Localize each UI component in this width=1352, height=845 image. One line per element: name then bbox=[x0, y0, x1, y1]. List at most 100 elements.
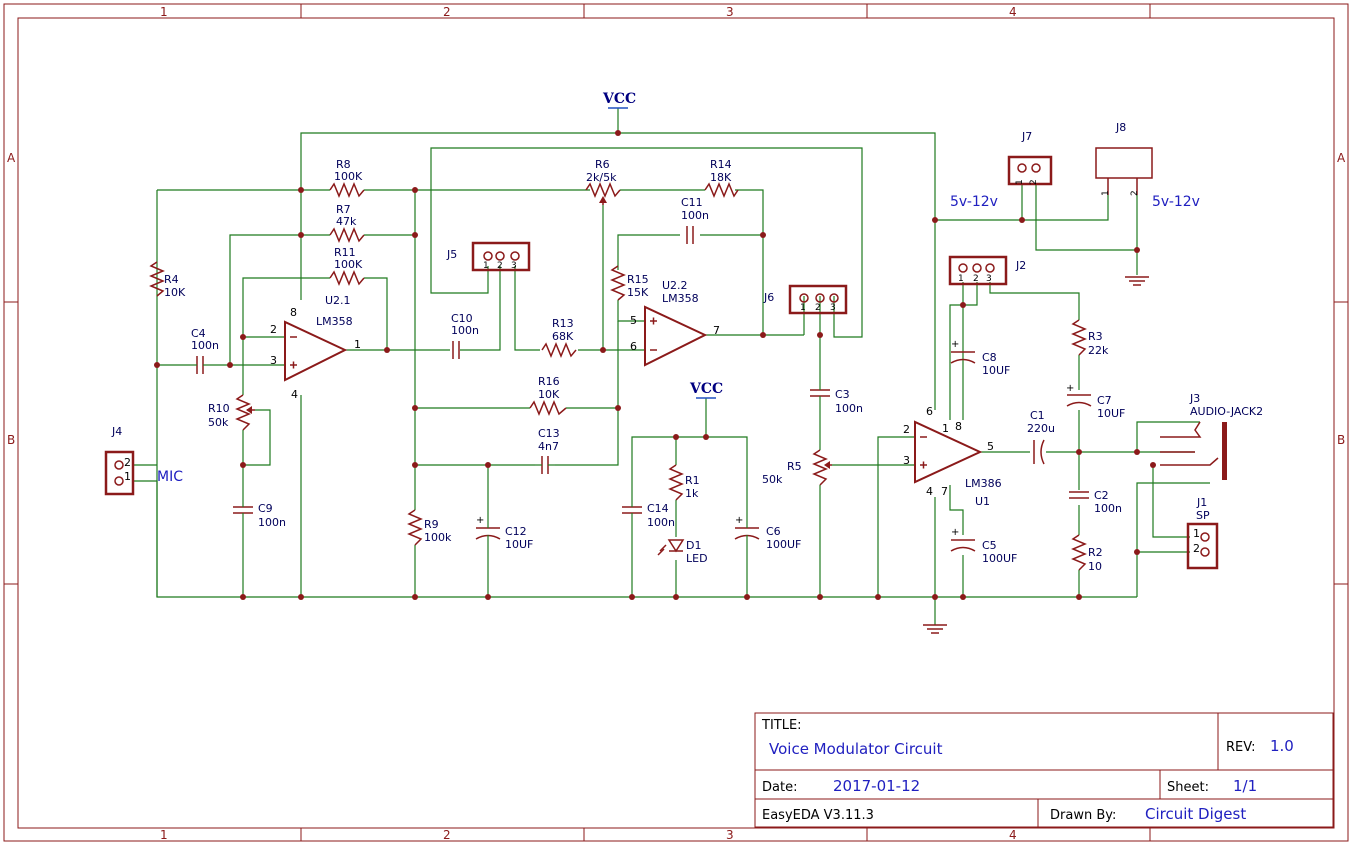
drawn-by-value: Circuit Digest bbox=[1145, 805, 1246, 823]
capacitor-c2: C2 100n bbox=[1069, 489, 1122, 515]
svg-text:+: + bbox=[951, 339, 959, 350]
svg-text:100n: 100n bbox=[835, 402, 863, 415]
svg-text:2: 2 bbox=[903, 423, 910, 436]
svg-text:3: 3 bbox=[830, 303, 836, 313]
svg-text:4n7: 4n7 bbox=[538, 440, 559, 453]
svg-text:1: 1 bbox=[1101, 190, 1111, 196]
led-d1: D1 LED bbox=[657, 539, 708, 565]
svg-text:7: 7 bbox=[941, 485, 948, 498]
svg-text:4: 4 bbox=[291, 388, 298, 401]
svg-text:+: + bbox=[1066, 383, 1074, 394]
svg-text:R3: R3 bbox=[1088, 330, 1103, 343]
row-label-a-left: A bbox=[7, 151, 16, 165]
svg-text:C14: C14 bbox=[647, 502, 669, 515]
drawn-by-label: Drawn By: bbox=[1050, 808, 1116, 823]
resistor-r7: R7 47k bbox=[329, 203, 365, 243]
svg-text:MIC: MIC bbox=[157, 469, 183, 485]
svg-text:15K: 15K bbox=[627, 286, 649, 299]
wires bbox=[133, 108, 1210, 625]
svg-text:+: + bbox=[951, 527, 959, 538]
svg-text:C1: C1 bbox=[1030, 409, 1045, 422]
svg-text:SP: SP bbox=[1196, 509, 1210, 522]
row-label-b-right: B bbox=[1337, 433, 1345, 447]
svg-text:6: 6 bbox=[926, 405, 933, 418]
svg-text:10UF: 10UF bbox=[1097, 407, 1125, 420]
svg-text:2: 2 bbox=[815, 303, 821, 313]
svg-text:U2.1: U2.1 bbox=[325, 294, 351, 307]
svg-text:LM358: LM358 bbox=[316, 315, 353, 328]
speaker-connector-j1: 1 2 J1 SP bbox=[1186, 496, 1219, 570]
svg-text:+: + bbox=[476, 515, 484, 526]
svg-text:R11: R11 bbox=[334, 246, 356, 259]
svg-text:7: 7 bbox=[713, 324, 720, 337]
svg-text:LED: LED bbox=[686, 552, 708, 565]
resistor-r9: R9 100k bbox=[407, 509, 452, 546]
svg-text:47k: 47k bbox=[336, 215, 357, 228]
capacitor-c1: C1 220u bbox=[1027, 409, 1055, 465]
svg-text:100UF: 100UF bbox=[766, 538, 801, 551]
svg-text:3: 3 bbox=[903, 454, 910, 467]
svg-text:VCC: VCC bbox=[602, 91, 636, 107]
svg-text:6: 6 bbox=[630, 340, 637, 353]
svg-text:1: 1 bbox=[942, 422, 949, 435]
drawing-frame: 1 2 3 4 1 2 3 4 A B A B bbox=[3, 3, 1349, 842]
row-label-a-right: A bbox=[1337, 151, 1346, 165]
svg-text:1: 1 bbox=[354, 338, 361, 351]
supply-label-left: 5v-12v bbox=[950, 194, 998, 210]
svg-text:3: 3 bbox=[986, 274, 992, 284]
capacitor-c6: + C6 100UF bbox=[734, 515, 801, 551]
svg-text:2: 2 bbox=[497, 261, 503, 271]
svg-text:C6: C6 bbox=[766, 525, 781, 538]
amplifier-u1: 6 1 8 2 3 5 4 7 LM386 U1 bbox=[903, 405, 1002, 508]
svg-text:1: 1 bbox=[800, 303, 806, 313]
svg-text:100n: 100n bbox=[258, 516, 286, 529]
resistor-r3: R3 22k bbox=[1071, 319, 1109, 357]
svg-text:R4: R4 bbox=[164, 273, 179, 286]
connector-j5: 1 2 3 J5 bbox=[446, 241, 531, 272]
col-label-4-top: 4 bbox=[1009, 5, 1017, 19]
svg-text:D1: D1 bbox=[686, 539, 701, 552]
svg-text:R13: R13 bbox=[552, 317, 574, 330]
col-label-4-bottom: 4 bbox=[1009, 828, 1017, 842]
audio-jack-j3: J3 AUDIO-JACK2 bbox=[1160, 392, 1263, 480]
col-label-3-top: 3 bbox=[726, 5, 734, 19]
svg-text:18K: 18K bbox=[710, 171, 732, 184]
svg-text:U2.2: U2.2 bbox=[662, 279, 688, 292]
vcc-symbol-top: VCC bbox=[602, 91, 636, 109]
svg-text:100k: 100k bbox=[424, 531, 452, 544]
svg-text:1k: 1k bbox=[685, 487, 699, 500]
svg-text:J2: J2 bbox=[1015, 259, 1026, 272]
svg-text:R7: R7 bbox=[336, 203, 351, 216]
svg-text:1: 1 bbox=[1193, 527, 1200, 540]
svg-text:C3: C3 bbox=[835, 388, 850, 401]
ground-symbol-main bbox=[923, 624, 947, 634]
svg-text:R2: R2 bbox=[1088, 546, 1103, 559]
svg-text:U1: U1 bbox=[975, 495, 990, 508]
ground-symbol-j8 bbox=[1125, 276, 1149, 286]
svg-text:22k: 22k bbox=[1088, 344, 1109, 357]
svg-text:8: 8 bbox=[955, 420, 962, 433]
svg-text:2: 2 bbox=[1130, 190, 1140, 196]
resistor-r8: R8 100K bbox=[329, 158, 365, 198]
svg-text:100n: 100n bbox=[647, 516, 675, 529]
svg-text:2: 2 bbox=[1029, 179, 1039, 185]
svg-text:10: 10 bbox=[1088, 560, 1102, 573]
svg-text:3: 3 bbox=[270, 354, 277, 367]
svg-text:C10: C10 bbox=[451, 312, 473, 325]
col-label-3-bottom: 3 bbox=[726, 828, 734, 842]
resistor-r1: R1 1k bbox=[668, 464, 700, 501]
svg-text:5: 5 bbox=[987, 440, 994, 453]
col-label-1-bottom: 1 bbox=[160, 828, 168, 842]
svg-text:R14: R14 bbox=[710, 158, 732, 171]
svg-text:J5: J5 bbox=[446, 248, 457, 261]
date-value: 2017-01-12 bbox=[833, 777, 920, 795]
capacitor-c12: + C12 10UF bbox=[475, 515, 533, 551]
title-block: TITLE: Voice Modulator Circuit REV: 1.0 … bbox=[754, 712, 1334, 828]
svg-text:R16: R16 bbox=[538, 375, 560, 388]
sheet-value: 1/1 bbox=[1233, 777, 1257, 795]
opamp-u2-1: 8 2 3 1 4 LM358 U2.1 bbox=[270, 294, 361, 401]
svg-text:AUDIO-JACK2: AUDIO-JACK2 bbox=[1190, 405, 1263, 418]
opamp-u2-2: 5 6 7 U2.2 LM358 bbox=[630, 279, 720, 367]
svg-text:R15: R15 bbox=[627, 273, 649, 286]
svg-text:10K: 10K bbox=[164, 286, 186, 299]
